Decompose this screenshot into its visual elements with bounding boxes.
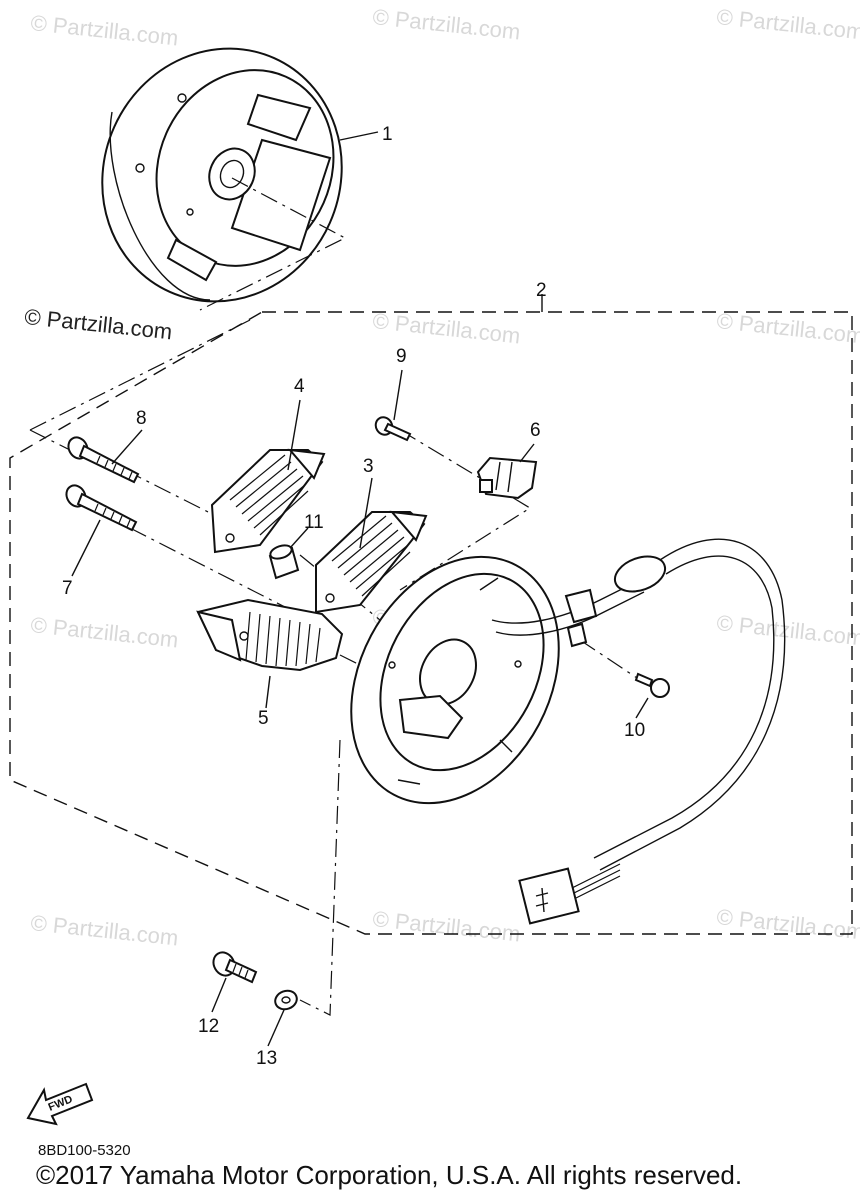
callout-8: 8 [136, 408, 147, 429]
callout-13: 13 [256, 1048, 277, 1069]
callout-11: 11 [304, 512, 324, 533]
callout-3: 3 [363, 456, 374, 477]
flywheel-rotor [101, 47, 347, 311]
bolt-long-7 [65, 484, 138, 532]
watermark: © Partzilla.com [715, 4, 860, 44]
axis-line [129, 527, 331, 631]
callout-6: 6 [530, 420, 541, 441]
axis-line [299, 554, 381, 621]
callout-9: 9 [396, 346, 407, 367]
callout-2: 2 [536, 280, 547, 301]
axis-line [399, 429, 532, 591]
bolt-12 [212, 951, 258, 984]
callout-10: 10 [624, 720, 645, 741]
spacer-11 [268, 544, 300, 580]
coil-4 [210, 448, 326, 554]
watermark: © Partzilla.com [715, 610, 860, 650]
screw-9 [374, 416, 412, 442]
callout-7: 7 [62, 578, 73, 599]
stator-assembly-boundary [9, 311, 853, 935]
watermark: © Partzilla.com [29, 10, 179, 50]
screw-10 [634, 672, 670, 698]
watermark: © Partzilla.com [715, 308, 860, 348]
leader-lines [71, 131, 649, 1047]
washer-13 [274, 989, 298, 1011]
axis-line [579, 639, 641, 681]
callout-12: 12 [198, 1016, 219, 1037]
watermark: © Partzilla.com [715, 904, 860, 944]
axis-line [124, 469, 221, 519]
fwd-arrow-icon: FWD [26, 1082, 94, 1126]
watermark: © Partzilla.com [371, 4, 521, 44]
axis-line [299, 739, 341, 1016]
coil-3 [315, 510, 428, 614]
bolt-long-8 [67, 436, 140, 484]
callout-group: 1 2 3 4 5 6 7 8 9 10 11 12 13 [62, 124, 645, 1069]
callout-5: 5 [258, 708, 269, 729]
wire-harness [491, 538, 786, 925]
axis-line [29, 319, 251, 431]
diagram-code: 8BD100-5320 [38, 1142, 131, 1159]
watermark: © Partzilla.com [371, 308, 521, 348]
watermark: © Partzilla.com [29, 612, 179, 652]
watermark: © Partzilla.com [371, 906, 521, 946]
copyright-notice: ©2017 Yamaha Motor Corporation, U.S.A. A… [36, 1160, 743, 1190]
callout-1: 1 [382, 124, 393, 145]
pickup-sensor-6 [476, 456, 538, 500]
callout-4: 4 [294, 376, 305, 397]
coil-5 [196, 598, 344, 672]
watermark: © Partzilla.com [29, 910, 179, 950]
